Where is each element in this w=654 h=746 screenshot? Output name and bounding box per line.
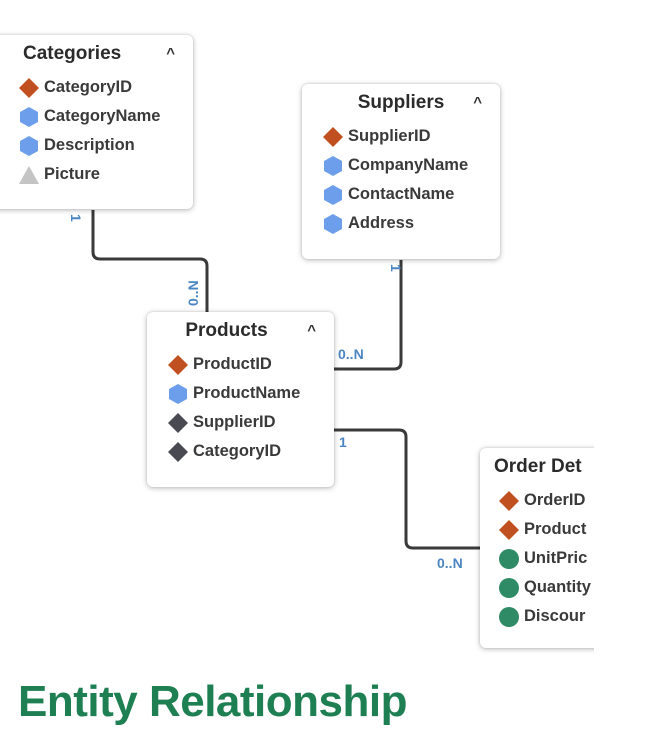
cardinality-products-many-supplier: 0..N bbox=[338, 346, 364, 362]
entity-header: Order Det bbox=[480, 448, 594, 486]
relationship-connectors: 1 0..N 1 0..N 1 0..N bbox=[68, 210, 480, 571]
field-row[interactable]: CategoryID bbox=[167, 437, 334, 466]
page-title: Entity Relationship bbox=[18, 677, 407, 726]
field-row[interactable]: SupplierID bbox=[167, 408, 334, 437]
field-row[interactable]: Address bbox=[322, 209, 500, 238]
field-row[interactable]: ProductName bbox=[167, 379, 334, 408]
field-row[interactable]: Quantity bbox=[498, 573, 594, 602]
field-name: CategoryID bbox=[193, 442, 282, 460]
text-field-icon bbox=[324, 155, 342, 176]
field-row[interactable]: CategoryID bbox=[18, 73, 193, 102]
entity-suppliers[interactable]: Suppliers ^ SupplierID CompanyName Conta… bbox=[302, 84, 500, 259]
field-list: CategoryID CategoryName Description Pict… bbox=[0, 73, 193, 189]
entity-title: Products bbox=[185, 320, 268, 341]
field-row[interactable]: Product bbox=[498, 515, 594, 544]
collapse-icon[interactable]: ^ bbox=[166, 45, 175, 62]
field-name: Picture bbox=[44, 165, 100, 183]
entity-title: Categories bbox=[23, 43, 122, 64]
image-field-icon bbox=[19, 165, 39, 184]
field-name: UnitPric bbox=[524, 549, 588, 567]
field-row[interactable]: UnitPric bbox=[498, 544, 594, 573]
entity-header: Categories ^ bbox=[0, 35, 193, 73]
er-diagram-canvas: 1 0..N 1 0..N 1 0..N Categories ^ Catego… bbox=[0, 35, 594, 660]
primary-key-icon bbox=[19, 77, 39, 98]
field-row[interactable]: CategoryName bbox=[18, 102, 193, 131]
text-field-icon bbox=[169, 383, 187, 404]
entity-categories[interactable]: Categories ^ CategoryID CategoryName Des… bbox=[0, 35, 193, 209]
collapse-icon[interactable]: ^ bbox=[473, 94, 482, 111]
field-name: SupplierID bbox=[193, 413, 276, 431]
field-name: CategoryID bbox=[44, 78, 133, 96]
field-row[interactable]: OrderID bbox=[498, 486, 594, 515]
field-row[interactable]: Description bbox=[18, 131, 193, 160]
numeric-field-icon bbox=[499, 548, 519, 569]
text-field-icon bbox=[324, 213, 342, 234]
field-name: Description bbox=[44, 136, 135, 154]
field-row[interactable]: Discour bbox=[498, 602, 594, 631]
field-name: Quantity bbox=[524, 578, 591, 596]
entity-order-details[interactable]: Order Det OrderID Product UnitPric Quan bbox=[480, 448, 594, 648]
entity-header: Suppliers ^ bbox=[302, 84, 500, 122]
field-name: ProductName bbox=[193, 384, 301, 402]
primary-key-icon bbox=[168, 354, 188, 375]
field-name: SupplierID bbox=[348, 127, 431, 145]
cardinality-orderdetails-many: 0..N bbox=[437, 555, 463, 571]
field-name: Product bbox=[524, 520, 587, 538]
field-list: SupplierID CompanyName ContactName Addre… bbox=[302, 122, 500, 238]
field-name: Discour bbox=[524, 607, 586, 625]
cardinality-suppliers-one: 1 bbox=[388, 264, 404, 272]
field-name: ProductID bbox=[193, 355, 272, 373]
connector-categories-products bbox=[91, 210, 209, 312]
cardinality-categories-one: 1 bbox=[68, 214, 84, 222]
field-list: ProductID ProductName SupplierID Categor… bbox=[147, 350, 334, 466]
field-row[interactable]: Picture bbox=[18, 160, 193, 189]
primary-key-icon bbox=[323, 126, 343, 147]
field-name: Address bbox=[348, 214, 415, 232]
cardinality-products-many-category: 0..N bbox=[185, 280, 201, 306]
primary-key-icon bbox=[499, 490, 519, 511]
text-field-icon bbox=[20, 135, 38, 156]
connector-products-orderdetails bbox=[334, 428, 480, 550]
entity-order-details-clip: Order Det OrderID Product UnitPric Quan bbox=[470, 440, 594, 660]
field-row[interactable]: ContactName bbox=[322, 180, 500, 209]
primary-key-icon bbox=[499, 519, 519, 540]
connector-suppliers-products bbox=[334, 260, 403, 371]
field-row[interactable]: ProductID bbox=[167, 350, 334, 379]
numeric-field-icon bbox=[499, 577, 519, 598]
field-row[interactable]: SupplierID bbox=[322, 122, 500, 151]
field-name: CompanyName bbox=[348, 156, 469, 174]
entity-title: Order Det bbox=[494, 456, 582, 477]
foreign-key-icon bbox=[168, 441, 188, 462]
text-field-icon bbox=[20, 106, 38, 127]
numeric-field-icon bbox=[499, 606, 519, 627]
field-list: OrderID Product UnitPric Quantity Discou… bbox=[480, 486, 594, 631]
field-name: ContactName bbox=[348, 185, 455, 203]
field-row[interactable]: CompanyName bbox=[322, 151, 500, 180]
field-name: OrderID bbox=[524, 491, 586, 509]
field-name: CategoryName bbox=[44, 107, 161, 125]
entity-products[interactable]: Products ^ ProductID ProductName Supplie… bbox=[147, 312, 334, 487]
text-field-icon bbox=[324, 184, 342, 205]
entity-title: Suppliers bbox=[357, 92, 445, 113]
entity-header: Products ^ bbox=[147, 312, 334, 350]
collapse-icon[interactable]: ^ bbox=[307, 322, 316, 339]
cardinality-products-one-order: 1 bbox=[339, 434, 347, 450]
foreign-key-icon bbox=[168, 412, 188, 433]
